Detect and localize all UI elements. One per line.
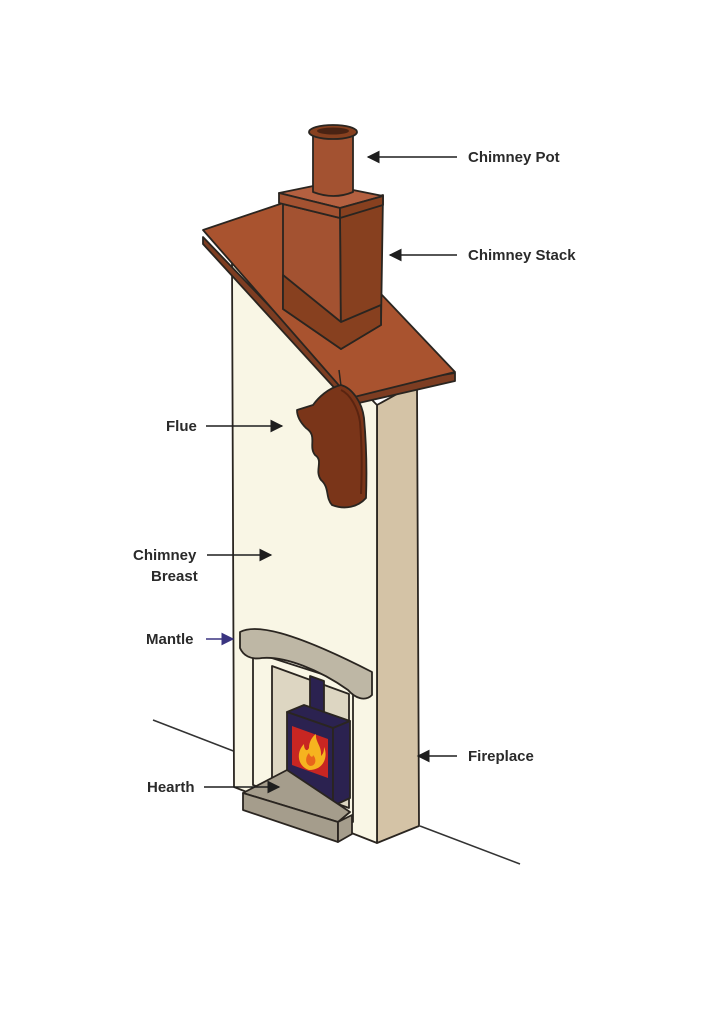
chimney-pot-opening — [317, 127, 349, 135]
label-chimney-pot: Chimney Pot — [468, 149, 560, 166]
label-mantle: Mantle — [146, 631, 194, 648]
label-chimney-breast-line1: Chimney — [133, 547, 197, 564]
label-chimney-stack: Chimney Stack — [468, 247, 576, 264]
flue-inner-highlight — [340, 389, 363, 495]
chimney-breast-side — [376, 382, 420, 844]
label-fireplace: Fireplace — [468, 748, 534, 765]
flue-cutaway — [296, 384, 368, 509]
ground-line-left — [152, 719, 237, 753]
label-flue: Flue — [166, 418, 197, 435]
chimney-stack-band — [282, 274, 382, 350]
label-chimney-breast-line2: Breast — [151, 568, 198, 585]
flame-icon — [298, 734, 326, 770]
mantle-shelf — [239, 628, 373, 700]
hearth-slab-side — [337, 814, 353, 843]
flue-leader — [338, 369, 342, 387]
stove-side — [332, 720, 351, 807]
chimney-stack-cap-side — [339, 195, 384, 219]
ground-line-right — [419, 825, 521, 865]
flame-core-icon — [306, 753, 316, 766]
chimney-pot-body — [312, 134, 354, 197]
label-hearth: Hearth — [147, 779, 195, 796]
